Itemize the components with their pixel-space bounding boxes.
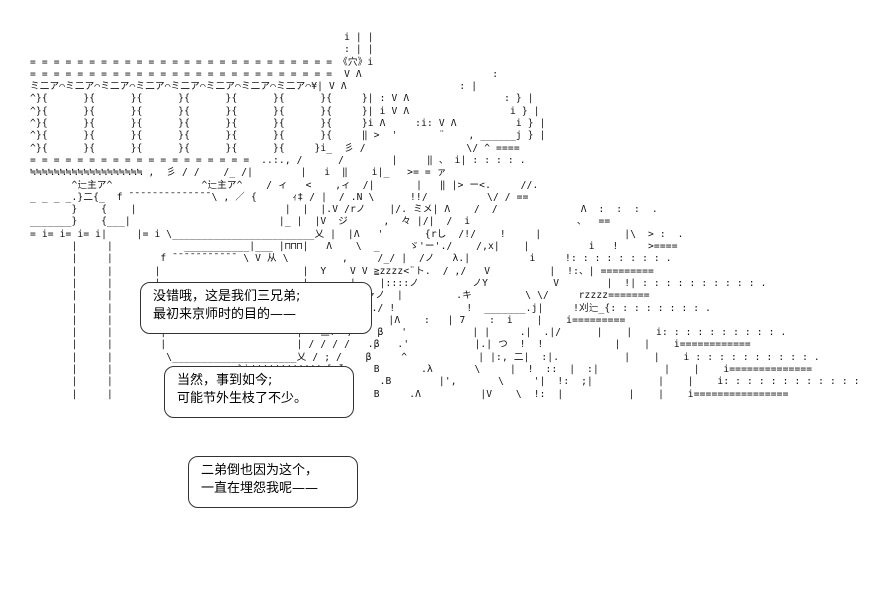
ascii-art: i | | : | | = = = = = = = = = = = = = = …: [30, 32, 860, 400]
speech-line: 二弟倒也因为这个，: [201, 463, 319, 478]
speech-line: 没错哦，这是我们三兄弟;: [153, 289, 301, 304]
speech-line: 可能节外生枝了不少。: [177, 391, 308, 406]
speech-bubble-1: 没错哦，这是我们三兄弟; 最初来京师时的目的——: [140, 282, 372, 334]
speech-line: 最初来京师时的目的——: [153, 307, 297, 322]
speech-bubble-3: 二弟倒也因为这个， 一直在埋怨我呢——: [188, 456, 358, 508]
speech-line: 当然，事到如今;: [177, 373, 273, 388]
speech-bubble-2: 当然，事到如今; 可能节外生枝了不少。: [164, 366, 354, 418]
speech-line: 一直在埋怨我呢——: [201, 481, 319, 496]
